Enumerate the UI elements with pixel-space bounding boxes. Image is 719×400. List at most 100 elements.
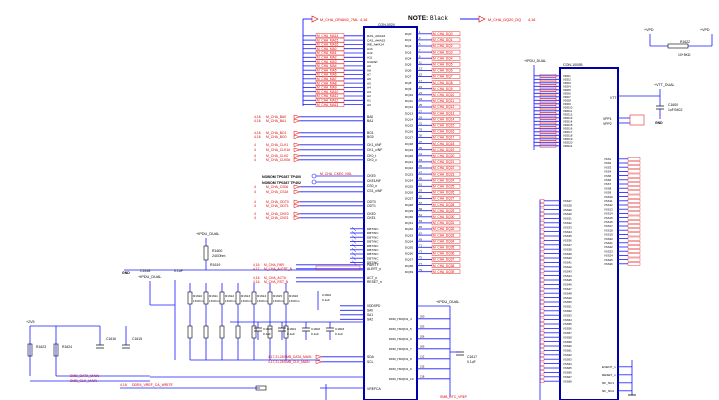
addr-net[interactable]: M_CHA_MA3 [317, 60, 337, 64]
ctrl-net[interactable]: M_CHA_CLK1# [266, 148, 290, 152]
misc-net[interactable]: M_CHA_ACT# [264, 276, 286, 280]
addr-pin: A6 [367, 77, 371, 81]
ctrl-net[interactable]: M_CHA_CLK0# [266, 158, 290, 162]
dq-net[interactable]: M_CHA_DQ12 [433, 105, 454, 109]
dq-net[interactable]: M_CHA_DQ1 [433, 38, 453, 42]
dq-net[interactable]: M_CHA_DQ36 [433, 252, 454, 256]
dq-net[interactable]: M_CHA_DQ22 [433, 166, 454, 170]
addr-pin: A13 [367, 47, 373, 51]
dq-pin: DQ9 [405, 87, 412, 91]
dq-net[interactable]: M_CHA_DQ8 [433, 81, 453, 85]
addr-net[interactable]: M_CHA_MA6 [317, 73, 337, 77]
cs-net[interactable]: M_CHA_CKE1 [266, 216, 289, 220]
dq-net[interactable]: M_CHA_DQ38 [433, 264, 454, 268]
dq-pin: DQ39 [405, 270, 413, 274]
dq-net[interactable]: M_CHA_DQ35 [433, 246, 454, 250]
addr-net[interactable]: M_CHA_MA12 [317, 99, 338, 103]
dq-net[interactable]: M_CHA_DQ6 [433, 69, 453, 73]
vdd-pin: VDD12 [563, 113, 573, 117]
dq-net[interactable]: M_CHA_DQ0 [433, 32, 453, 36]
ctrl-net[interactable]: M_CHA_BA1 [266, 119, 286, 123]
addr-net[interactable]: M_CHA_MA7 [317, 77, 337, 81]
dq-net[interactable]: M_CHA_DQ3 [433, 50, 453, 54]
dq-net[interactable]: M_CHA_DQ26 [433, 191, 454, 195]
addr-net[interactable]: M_CHA_MA9 [317, 86, 337, 90]
vrefca-net[interactable]: DDR4_VREF_CA_WRITE [132, 383, 174, 387]
addr-net[interactable]: M_CHA_MA14 [317, 34, 338, 38]
dq-net[interactable]: M_CHA_DQ24 [433, 178, 454, 182]
top-net-right[interactable]: M_CHA_DQ20_DQ [488, 18, 521, 22]
dq-net[interactable]: M_CHA_DQ20 [433, 154, 454, 158]
ctrl-net[interactable]: M_CHA_CLK0 [266, 154, 288, 158]
vss-pin: VSS33 [563, 225, 572, 229]
misc-net[interactable]: M_CHA_ALERT_N [264, 267, 293, 271]
dq-net[interactable]: M_CHA_DQ32 [433, 227, 454, 231]
misc-net[interactable]: M_CHA_RST_N [264, 280, 289, 284]
dq-net[interactable]: M_CHA_DQ10 [433, 93, 454, 97]
dq-net[interactable]: M_CHA_DQ28 [433, 203, 454, 207]
ctrl-net[interactable]: M_CHA_CLK1 [266, 143, 288, 147]
sda-net[interactable]: SMB_CLK_MAIN [284, 360, 310, 364]
ctrl-net[interactable]: M_CHA_BA0 [266, 115, 286, 119]
dq-net[interactable]: M_CHA_DQ18 [433, 142, 454, 146]
addr-net[interactable]: M_CHA_MA16 [317, 43, 338, 47]
dq-net[interactable]: M_CHA_DQ11 [433, 99, 454, 103]
dq-net[interactable]: M_CHA_DQ13 [433, 111, 454, 115]
addr-net[interactable]: M_CHA_MA5 [317, 68, 337, 72]
dq-pin: DQ13 [405, 111, 413, 115]
cs-net[interactable]: M_CHA_CKE0 [266, 212, 289, 216]
dq-net[interactable]: M_CHA_DQ23 [433, 172, 454, 176]
dq-net[interactable]: M_CHA_DQ9 [433, 87, 453, 91]
dq-net[interactable]: M_CHA_DQ34 [433, 239, 454, 243]
dq-net[interactable]: M_CHA_DQ37 [433, 258, 454, 262]
dq-net[interactable]: M_CHA_DQ16 [433, 130, 454, 134]
ctrl-net[interactable]: M_CHA_BG0 [266, 135, 287, 139]
resistor-label: R1611 [209, 294, 218, 298]
pin-number: 55 [419, 195, 422, 199]
addr-net[interactable]: M_CHA_MA0 [317, 47, 337, 51]
dq-net[interactable]: M_CHA_DQ27 [433, 197, 454, 201]
addr-net[interactable]: M_CHA_MA2 [317, 56, 337, 60]
pin-number: 21 [419, 91, 422, 95]
addr-net[interactable]: M_CHA_MA1 [317, 51, 337, 55]
cs-net[interactable]: M_CHA_CS1# [266, 190, 288, 194]
note-label: NOTE: [408, 15, 428, 22]
cs-net[interactable]: M_CHA_ODT0 [266, 200, 289, 204]
dq-net[interactable]: M_CHA_DQ33 [433, 233, 454, 237]
vrefca2[interactable]: SMB_DTC_VREF [440, 395, 467, 399]
dq-net[interactable]: M_CHA_DQ4 [433, 56, 453, 60]
dq-net[interactable]: M_CHA_DQ29 [433, 209, 454, 213]
dq-pin: DQ14 [405, 117, 413, 121]
dq-net[interactable]: M_CHA_DQ31 [433, 221, 454, 225]
vss-pin: VSS18 [604, 228, 613, 232]
capacitor-value: 0.1uF [311, 332, 319, 336]
resistor-label: R1614 [257, 294, 266, 298]
addr-net[interactable]: M_CHA_MA15 [317, 38, 338, 42]
ctrl-net[interactable]: M_CHA_BG1 [266, 131, 287, 135]
addr-net[interactable]: M_CHA_MA11 [317, 94, 338, 98]
dq-net[interactable]: M_CHA_DQ21 [433, 160, 454, 164]
dq-net[interactable]: M_CHA_DQ25 [433, 185, 454, 189]
cke-net-1[interactable]: M_CHA_CKE0_NSL [320, 172, 352, 176]
dq-net[interactable]: M_CHA_DQ30 [433, 215, 454, 219]
dq-net[interactable]: M_CHA_DQ14 [433, 117, 454, 121]
dq-pin: DQ26 [405, 191, 413, 195]
dq-net[interactable]: M_CHA_DQ19 [433, 148, 454, 152]
cs-net[interactable]: M_CHA_ODT1 [266, 204, 289, 208]
addr-net[interactable]: M_CHA_MA4 [317, 64, 337, 68]
dq-net[interactable]: M_CHA_DQ7 [433, 75, 453, 79]
top-net-left[interactable]: M_CHA_DRAM2_7ML [320, 18, 358, 22]
addr-net[interactable]: M_CHA_MA10 [317, 90, 338, 94]
dq-net[interactable]: M_CHA_DQ15 [433, 124, 454, 128]
addr-net[interactable]: M_CHA_MA8 [317, 81, 337, 85]
dq-net[interactable]: M_CHA_DQ17 [433, 136, 454, 140]
misc-net[interactable]: M_CHA_PAR [264, 263, 285, 267]
dq-net[interactable]: M_CHA_DQ5 [433, 63, 453, 67]
addr-net[interactable]: M_CHA_MA13 [317, 103, 338, 107]
dq-net[interactable]: M_CHA_DQ39 [433, 270, 454, 274]
vdd-pin: VDD9 [563, 102, 571, 106]
dq-net[interactable]: M_CHA_DQ2 [433, 44, 453, 48]
ctrl-pin: CK0_c [367, 158, 377, 162]
cs-net[interactable]: M_CHA_CS0# [266, 185, 288, 189]
sda-net[interactable]: SMB_DATA_MAIN [284, 355, 312, 359]
